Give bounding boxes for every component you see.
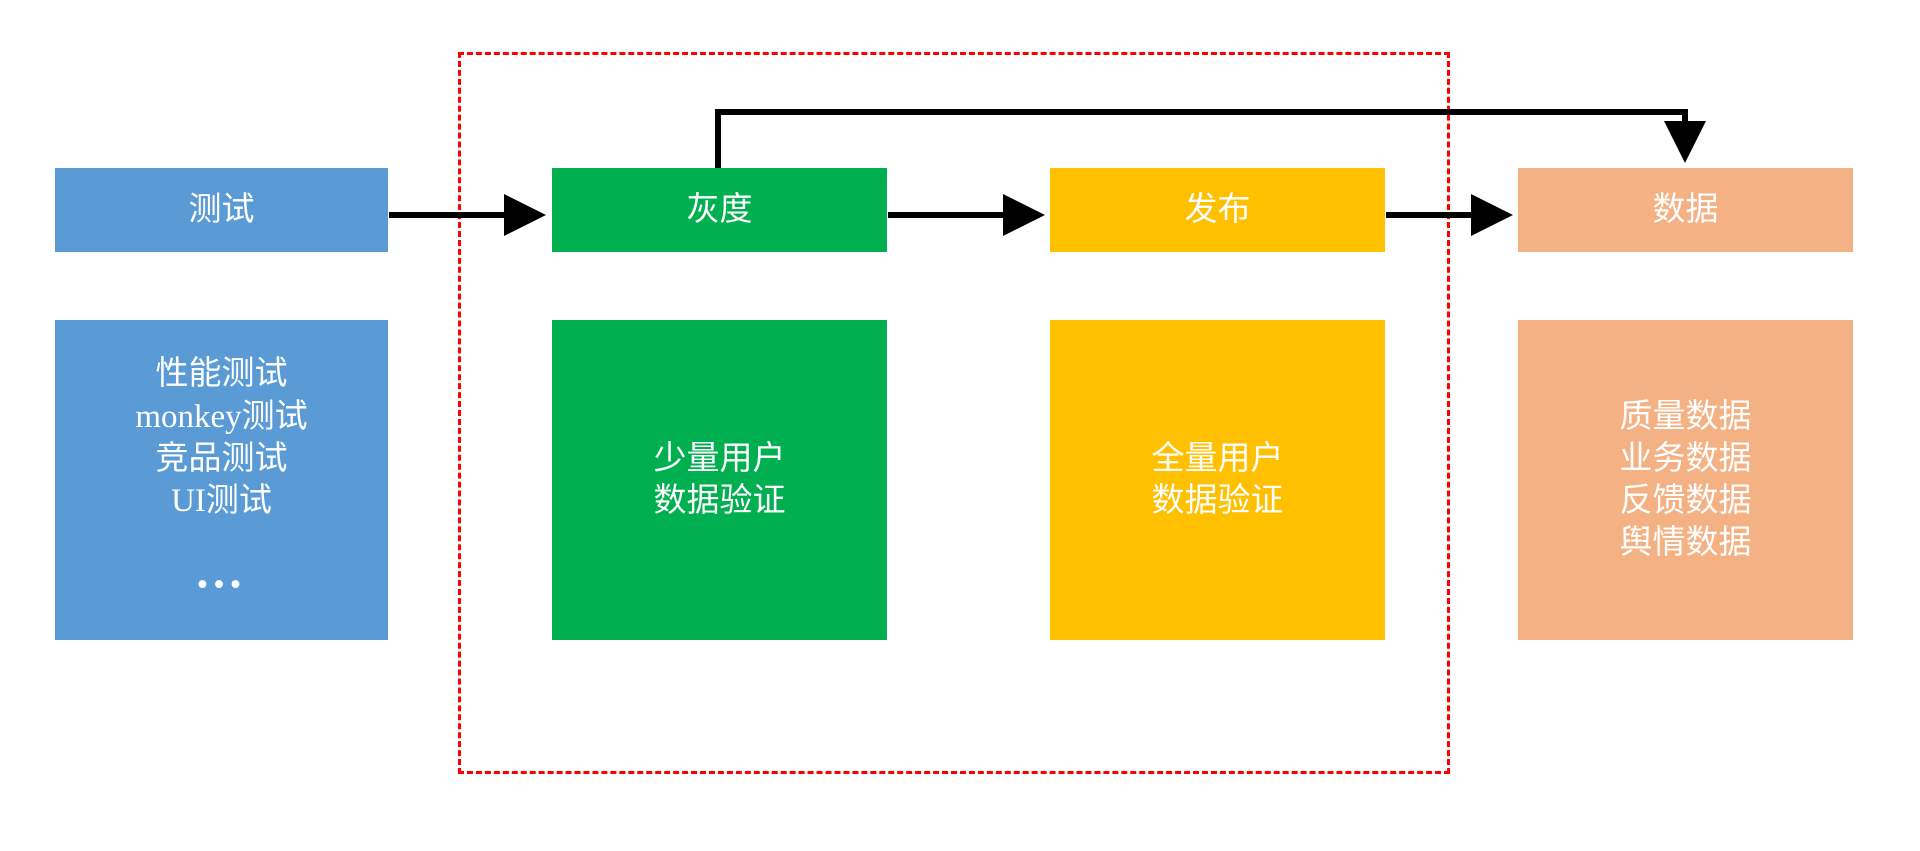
stage-body-text-test: 性能测试 monkey测试 竞品测试 UI测试	[135, 356, 308, 519]
stage-header-grayscale[interactable]: 灰度	[552, 168, 887, 252]
stage-header-test[interactable]: 测试	[55, 168, 388, 252]
scope-region-dashed-boundary	[458, 52, 1450, 774]
stage-header-data[interactable]: 数据	[1518, 168, 1853, 252]
stage-body-data[interactable]: 质量数据 业务数据 反馈数据 舆情数据	[1518, 320, 1853, 640]
stage-body-ellipsis-test: •••	[196, 567, 247, 604]
stage-body-grayscale[interactable]: 少量用户 数据验证	[552, 320, 887, 640]
stage-body-test[interactable]: 性能测试 monkey测试 竞品测试 UI测试 •••	[55, 320, 388, 640]
stage-body-release[interactable]: 全量用户 数据验证	[1050, 320, 1385, 640]
stage-header-release[interactable]: 发布	[1050, 168, 1385, 252]
